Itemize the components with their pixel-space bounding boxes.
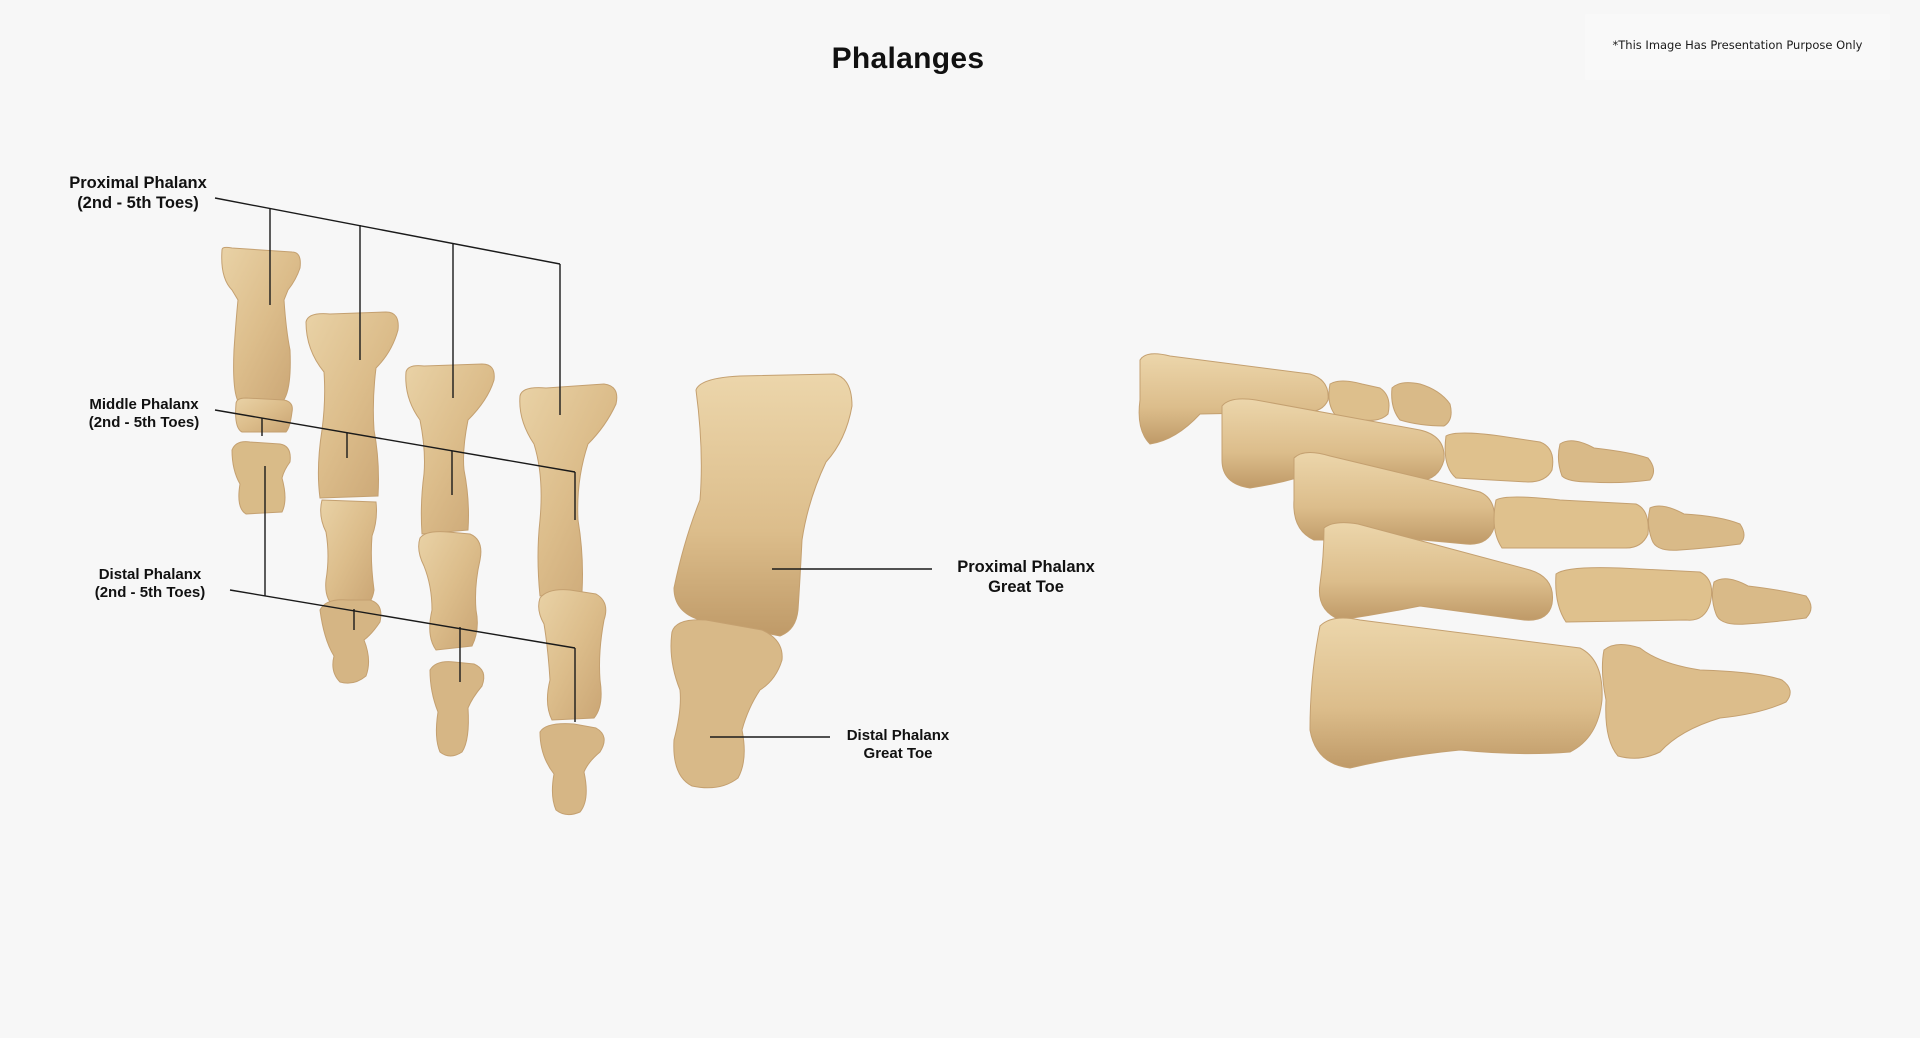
leader-proximal-lesser-main [214,197,561,265]
label-middle-lesser: Middle Phalanx (2nd - 5th Toes) [76,396,212,433]
label-proximal-lesser: Proximal Phalanx (2nd - 5th Toes) [62,173,214,213]
toe-2-bones [519,383,618,816]
leader-middle-lesser-main [214,409,576,473]
label-middle-lesser-line1: Middle Phalanx [89,396,199,413]
label-proximal-great-line1: Proximal Phalanx [957,558,1095,576]
leader-distal-lesser-main [229,589,576,649]
label-proximal-lesser-line2: (2nd - 5th Toes) [77,194,199,213]
toe-4-bones [305,311,399,684]
diagram-title: Phalanges [831,42,985,75]
great-toe-bones [670,373,853,789]
label-distal-great: Distal Phalanx Great Toe [834,727,962,764]
label-proximal-lesser-line1: Proximal Phalanx [69,174,207,192]
label-distal-great-line2: Great Toe [863,745,933,763]
disclaimer-text: *This Image Has Presentation Purpose Onl… [1612,38,1863,52]
label-proximal-great: Proximal Phalanx Great Toe [946,557,1106,597]
leader-lines [214,197,932,738]
toe-3-bones [405,363,495,757]
label-distal-lesser-line1: Distal Phalanx [98,566,202,583]
label-distal-lesser-line2: (2nd - 5th Toes) [94,584,206,602]
label-proximal-great-line2: Great Toe [988,578,1064,597]
disclaimer-box: *This Image Has Presentation Purpose Onl… [1585,14,1890,80]
label-middle-lesser-line2: (2nd - 5th Toes) [88,414,200,432]
assembled-phalanges-view [1138,353,1812,769]
label-distal-great-line1: Distal Phalanx [846,727,950,744]
label-distal-lesser: Distal Phalanx (2nd - 5th Toes) [82,566,218,603]
toe-5-bones [221,246,301,515]
